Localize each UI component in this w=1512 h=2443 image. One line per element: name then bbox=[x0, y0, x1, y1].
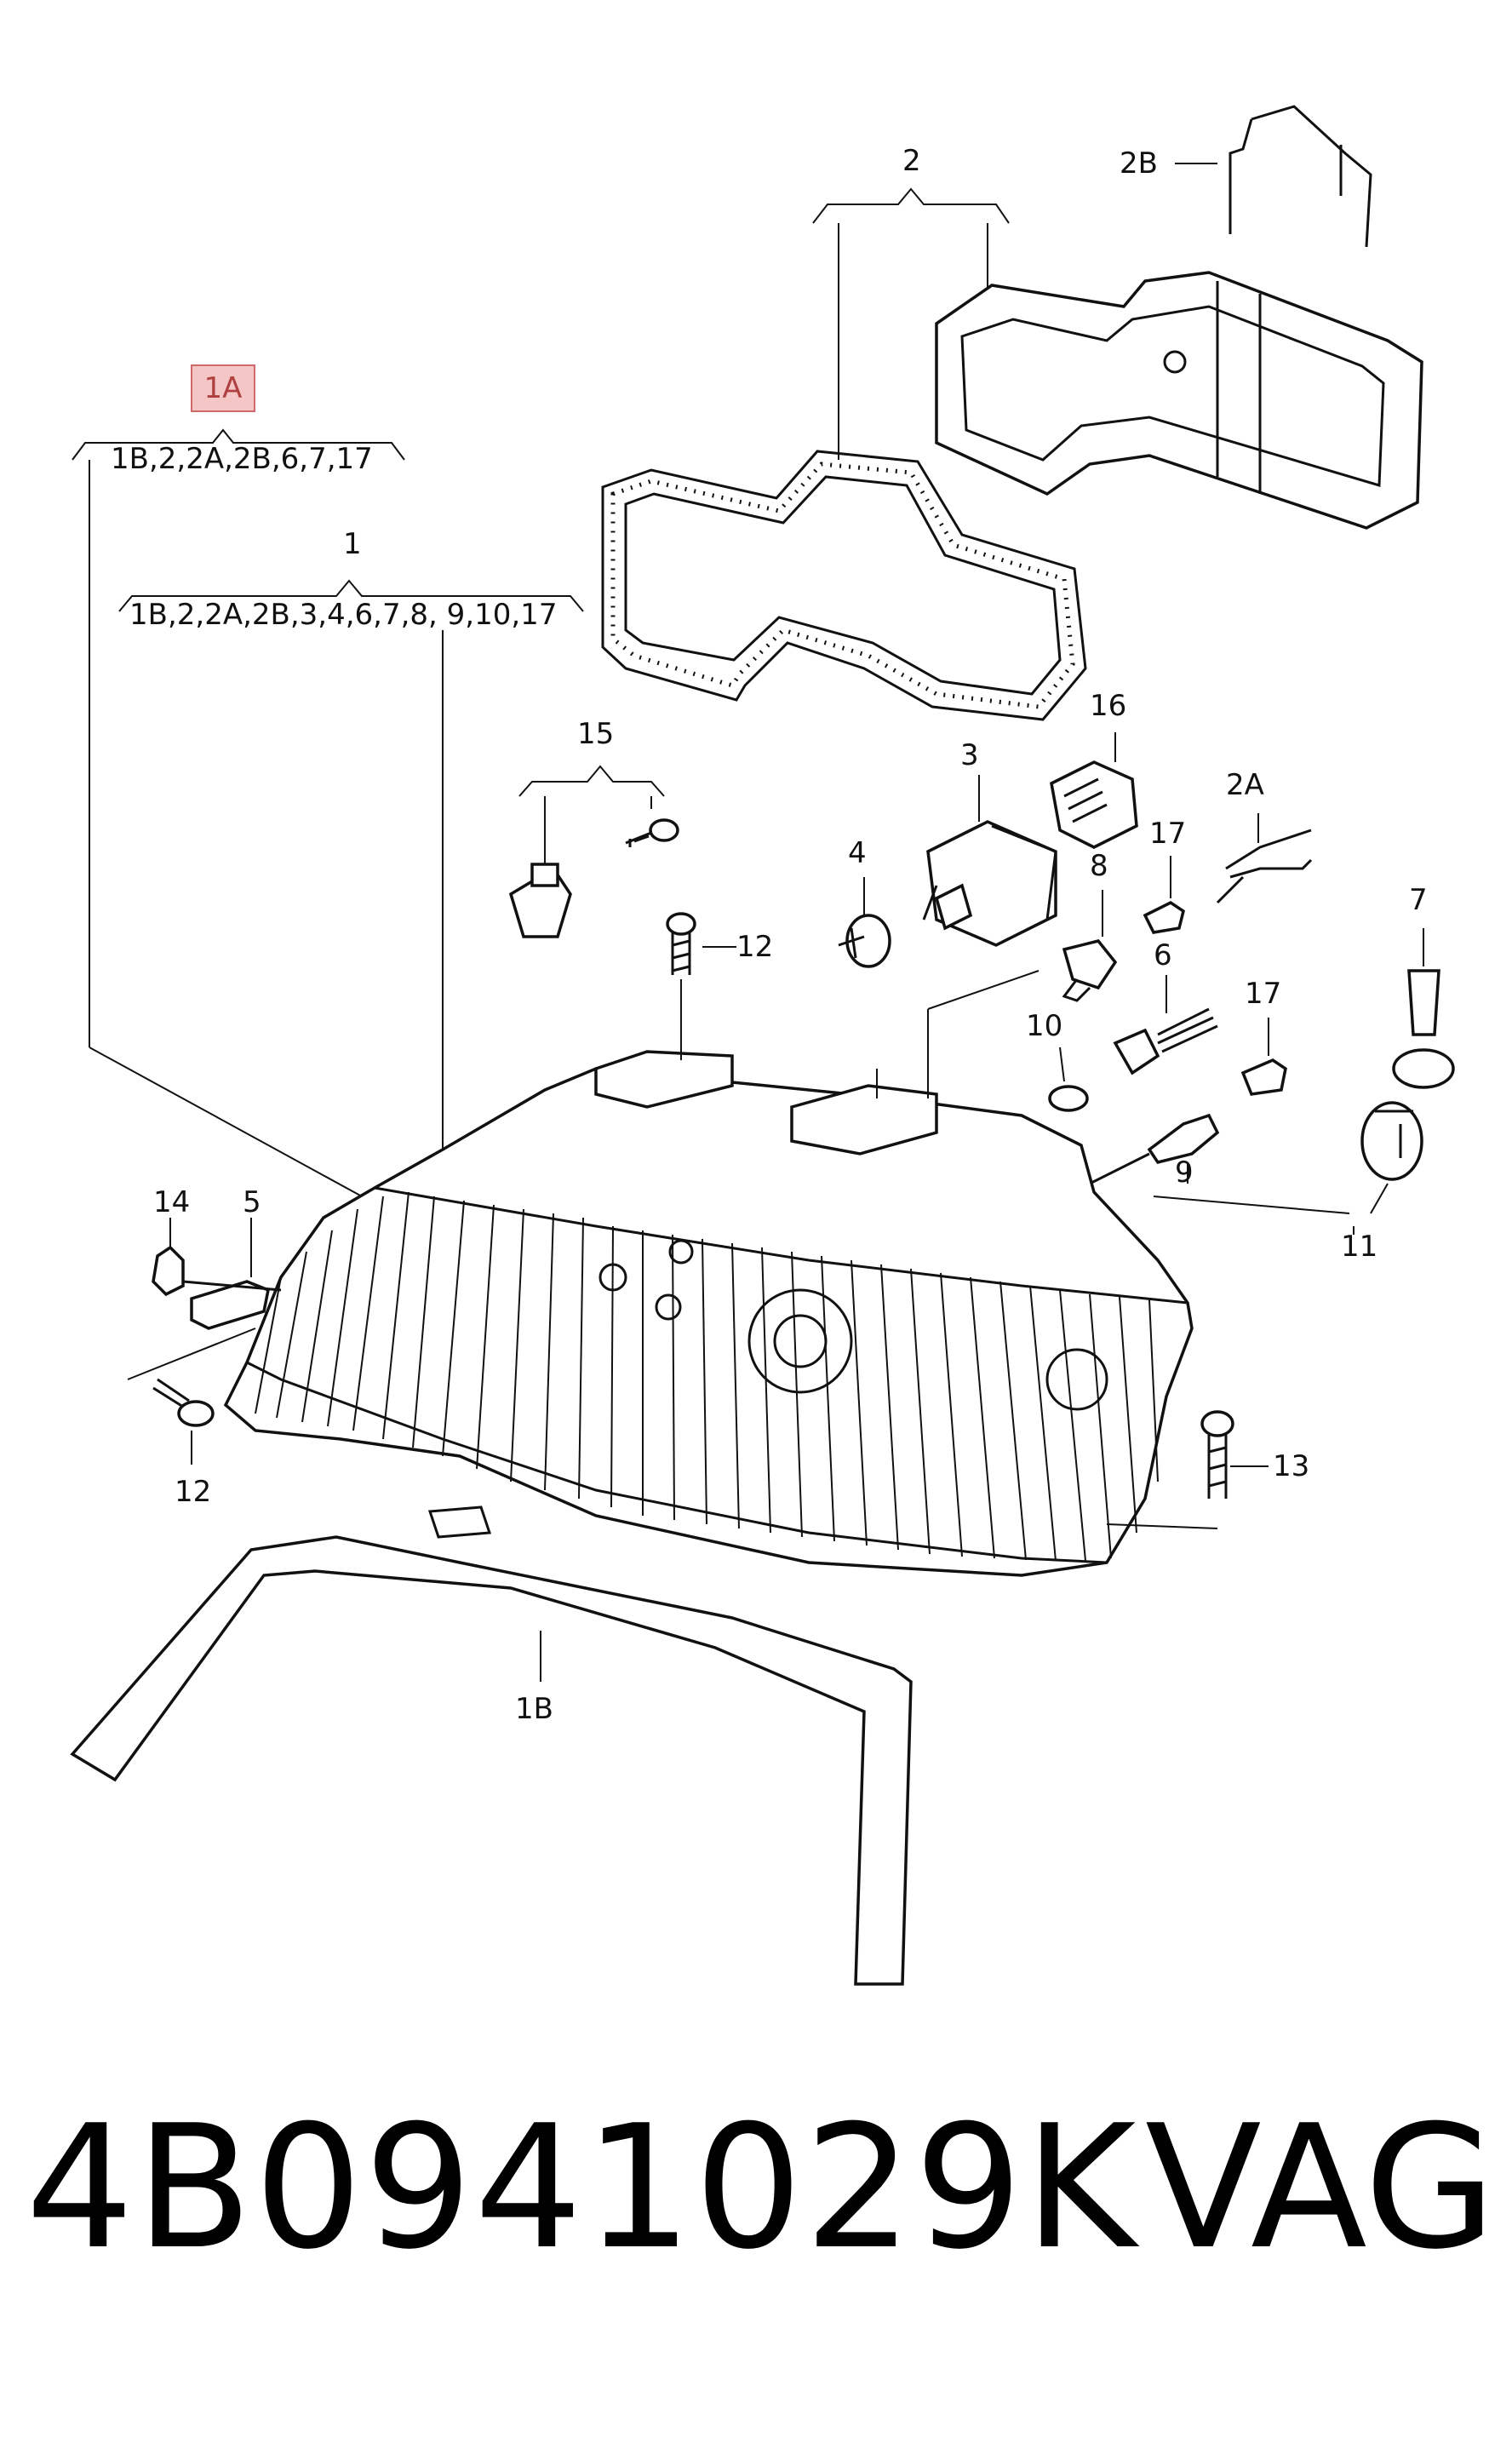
part-label-4: 4 bbox=[848, 836, 867, 870]
part-label-13: 13 bbox=[1273, 1449, 1310, 1483]
part-label-12-lower: 12 bbox=[175, 1475, 212, 1509]
part-number: 4B0941029K bbox=[26, 2089, 1138, 2287]
group-label-1-parts: 1B,2,2A,2B,3,4,6,7,8, 9,10,17 bbox=[129, 598, 558, 632]
part-label-15: 15 bbox=[577, 717, 615, 751]
group-label-1a-parts: 1B,2,2A,2B,6,7,17 bbox=[111, 442, 373, 476]
part-label-5: 5 bbox=[243, 1185, 261, 1219]
part-label-16: 16 bbox=[1090, 689, 1127, 723]
part-label-2a: 2A bbox=[1226, 768, 1264, 802]
brand-name: VAG bbox=[1145, 2089, 1497, 2287]
part-label-9: 9 bbox=[1175, 1156, 1194, 1190]
part-label-2: 2 bbox=[902, 144, 921, 178]
part-label-17-upper: 17 bbox=[1149, 817, 1187, 851]
part-label-11: 11 bbox=[1341, 1230, 1378, 1264]
part-label-6: 6 bbox=[1154, 938, 1172, 972]
part-label-17-lower: 17 bbox=[1245, 977, 1282, 1011]
headlight-exploded-diagram bbox=[70, 105, 1455, 1986]
part-label-14: 14 bbox=[153, 1185, 191, 1219]
part-label-12-upper: 12 bbox=[736, 930, 774, 964]
part-label-1: 1 bbox=[343, 527, 362, 561]
part-label-7: 7 bbox=[1409, 883, 1428, 917]
part-label-10: 10 bbox=[1026, 1009, 1063, 1043]
highlighted-part-label-1a[interactable]: 1A bbox=[191, 364, 255, 412]
part-label-8: 8 bbox=[1090, 849, 1108, 883]
part-label-2b: 2B bbox=[1120, 146, 1158, 181]
part-label-1b: 1B bbox=[515, 1692, 553, 1726]
part-label-3: 3 bbox=[960, 738, 979, 772]
